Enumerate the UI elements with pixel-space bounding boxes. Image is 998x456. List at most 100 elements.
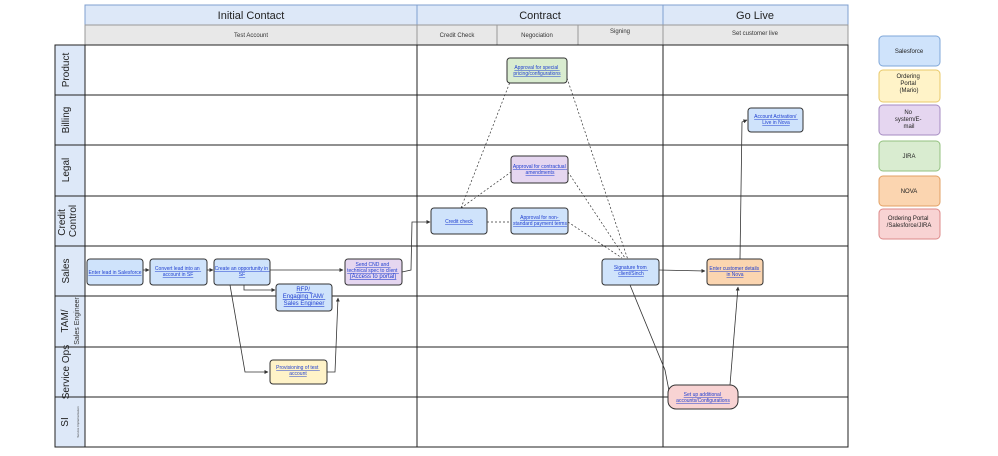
node-label-enter-lead: Enter lead in Salesforce [88,270,141,276]
lane-label-tam: TAM/ [60,309,71,332]
legend-item-ordering-portal-sf-jira: Ordering Portal /Salesforce/JIRA [878,208,941,240]
node-account-activation[interactable]: Account Activation/ Live in Nova [747,107,804,133]
node-line-sig-1: Signature from [614,265,647,271]
node-line-convert-1: Convert lead into an [155,266,200,272]
legend-line-opsj-1: Ordering Portal [888,216,929,222]
legend-line-op-3: (Mario) [900,88,919,94]
node-label-create-opportunity: Create an opportunity in SF [215,266,270,278]
subphase-label-test-account: Test Account [234,33,268,39]
lane-label-credit-word: Credit [57,209,68,236]
legend-swatch-ordering-portal-sf-jira [878,208,941,240]
legend-swatch-ordering-portal [878,69,941,103]
node-approval-pricing[interactable]: Approval for special pricing/configurati… [506,57,568,84]
dashed-credit-to-pricing [460,81,511,209]
edge-signature-to-enter-customer [658,268,706,273]
node-label-provisioning: Provisioning of test account [276,365,320,377]
node-box-provisioning[interactable] [269,359,328,385]
legend-line-op-1: Ordering [896,74,919,80]
node-label-approval-contractual: Approval for contractual amendments [513,164,567,176]
node-box-approval-payment[interactable] [510,207,569,235]
node-line-payment-2: standard payment terms [513,221,567,227]
node-line-contract-1: Approval for contractual [513,164,566,170]
node-label-approval-payment: Approval for non- standard payment terms [513,215,567,227]
node-provisioning[interactable]: Provisioning of test account [269,359,328,385]
phase-label-initial-contact: Initial Contact [218,10,285,22]
node-box-setup-accounts[interactable] [667,384,739,410]
legend-line-ns-1: No [904,110,912,116]
node-enter-lead[interactable]: Enter lead in Salesforce [86,258,144,286]
node-line-enter-1: Enter customer details [709,266,759,272]
node-create-opportunity[interactable]: Create an opportunity in SF [213,258,271,286]
lane-sublabel-si: Service Implementation [76,406,80,438]
node-line-cnd-1: Send CND and [355,262,389,268]
node-setup-accounts[interactable]: Set up additional accounts/Configuration… [667,384,739,410]
node-signature[interactable]: Signature from client/Sinch [601,258,660,286]
edge-signature-to-setup [629,284,672,397]
node-line-setup-1: Set up additional [684,392,721,398]
lane-grid [84,44,849,448]
node-box-rfp[interactable] [275,283,333,312]
node-line-prov-1: Provisioning of test [276,365,319,371]
subphase-signing [577,24,664,46]
node-credit-check[interactable]: Credit check [430,207,488,235]
node-label-convert-lead: Convert lead into an account in SF [155,266,201,278]
legend-label-no-system: No system/E- mail [895,110,923,130]
legend-label-ordering-portal: Ordering Portal (Mario) [896,74,921,94]
edges [143,119,748,397]
phase-label-go-live: Go Live [736,10,774,22]
legend-item-salesforce: Salesforce [878,35,941,67]
node-box-enter-lead[interactable] [86,258,144,286]
node-convert-lead[interactable]: Convert lead into an account in SF [149,258,208,286]
legend-line-ns-2: system/E- [895,117,922,123]
node-line-setup-2: accounts/Configurations [676,398,730,404]
node-label-signature: Signature from client/Sinch [614,265,648,277]
node-line-payment-1: Approval for non- [520,215,559,221]
edge-provisioning-to-rfp [327,297,340,373]
node-box-approval-pricing[interactable] [506,57,568,84]
nodes: Enter lead in Salesforce Convert lead in… [86,57,804,410]
legend-line-opsj-2: /Salesforce/JIRA [887,223,932,229]
node-send-cnd[interactable]: Send CND and technical spec to client (A… [344,258,403,286]
node-box-enter-customer[interactable] [706,258,764,286]
edge-opportunity-to-rfp [243,285,276,292]
legend-line-op-2: Portal [900,81,916,87]
node-approval-payment[interactable]: Approval for non- standard payment terms [510,207,569,235]
subphase-header: Test Account Credit Check Negociation Si… [84,24,849,46]
node-box-send-cnd[interactable] [344,258,403,286]
node-box-convert-lead[interactable] [149,258,208,286]
node-line-enter-2: in Nova [727,272,744,278]
node-box-credit-check[interactable] [430,207,488,235]
legend-line-ns-3: mail [903,124,914,130]
node-rfp[interactable]: RFP/ Engaging TAM/ Sales Engineer [275,283,333,312]
dashed-payment-to-signature [567,221,623,259]
legend-swatch-nova [878,175,941,207]
node-line-cnd-3: (Access to portal) [350,274,397,280]
dashed-edges [460,77,629,261]
node-line-rfp-1: RFP/ [296,287,310,293]
lane-label-sales: Sales [61,258,72,283]
lane-label-credit-control-group: Credit Control [57,205,79,237]
lane-sublabel-tam: Sales Engineer [74,297,81,345]
node-box-signature[interactable] [601,258,660,286]
legend-swatch-no-system [878,104,941,136]
lane-box-credit-control [54,195,86,247]
edge-opportunity-to-provisioning [229,284,269,374]
node-approval-contractual[interactable]: Approval for contractual amendments [510,155,569,184]
subphase-label-signing: Signing [610,29,630,35]
node-box-account-activation[interactable] [747,107,804,133]
subphase-label-set-customer-live: Set customer live [732,31,779,37]
node-label-credit-check: Credit check [445,219,473,225]
node-box-create-opportunity[interactable] [213,258,271,286]
node-label-approval-pricing: Approval for special pricing/configurati… [513,65,561,77]
node-line-opp-1: Create an opportunity in [215,266,269,272]
subphase-label-credit-check: Credit Check [440,33,476,39]
edge-send-cnd-to-credit-check [401,220,431,273]
legend-swatch-salesforce [878,35,941,67]
subphase-label-negociation: Negociation [521,33,553,39]
node-enter-customer[interactable]: Enter customer details in Nova [706,258,764,286]
lane-label-control-word: Control [68,205,79,237]
lane-label-credit-control: Credit Control [57,205,79,237]
node-box-approval-contractual[interactable] [510,155,569,184]
legend-item-jira: JIRA [878,140,941,172]
node-line-cnd-2: technical spec to client [347,268,398,274]
